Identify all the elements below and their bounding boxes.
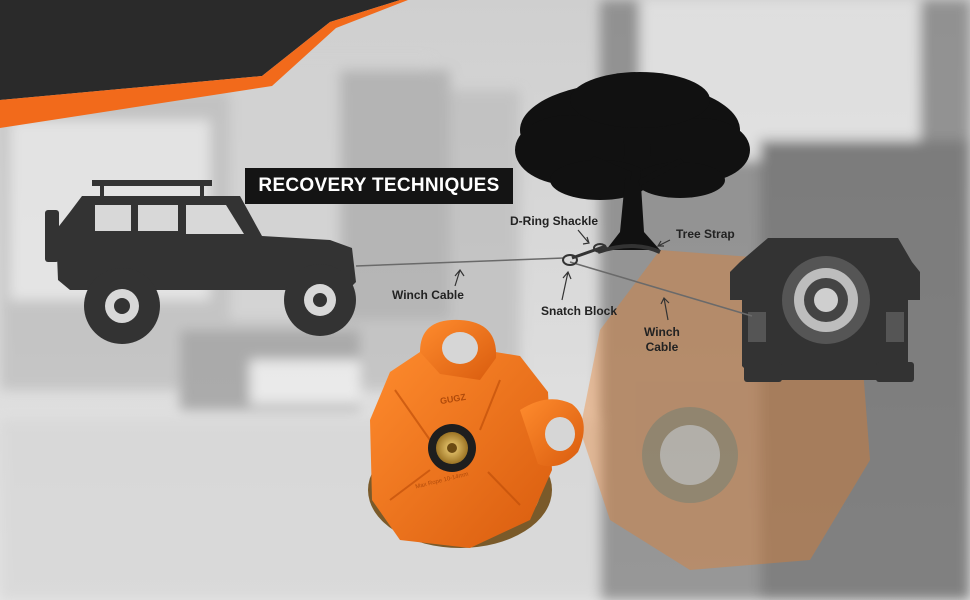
d-ring-mark (593, 243, 607, 253)
page-title: RECOVERY TECHNIQUES (245, 168, 513, 204)
label-d-ring-shackle: D-Ring Shackle (510, 214, 599, 228)
label-winch-cable-right-line1: Winch (644, 325, 680, 339)
label-snatch-block: Snatch Block (541, 304, 618, 318)
label-winch-cable-left: Winch Cable (392, 288, 464, 302)
winch-cable-right-line (569, 261, 753, 317)
label-winch-cable-right: Winch Cable (644, 325, 680, 355)
label-tree-strap: Tree Strap (676, 227, 735, 241)
winch-cable-left-line (355, 257, 565, 267)
shackle-strap-link (571, 244, 607, 260)
label-winch-cable-right-line2: Cable (645, 340, 679, 354)
snatch-block-mark (562, 254, 578, 266)
